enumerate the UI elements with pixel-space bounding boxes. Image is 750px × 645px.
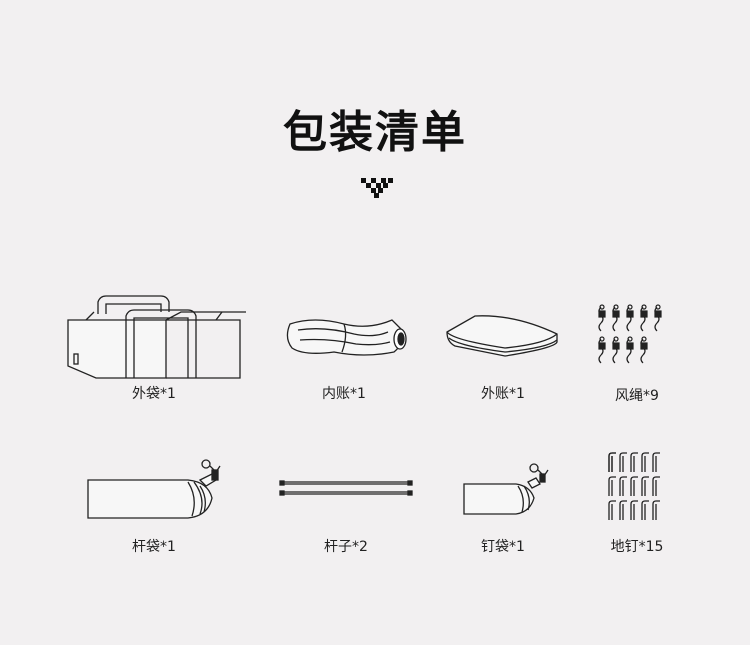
small-drawstring-bag-icon: [463, 463, 549, 515]
checker-pattern-icon: [361, 178, 393, 198]
outer-bag-label: 外袋*1: [132, 386, 176, 402]
duffel-bag-icon: [67, 295, 246, 379]
guy-ropes-label: 风绳*9: [615, 388, 659, 404]
ground-stake-icon: [608, 452, 661, 521]
folded-fabric-icon: [446, 315, 558, 357]
inner-tent-label: 内账*1: [322, 386, 366, 402]
tent-pole-icon: [279, 480, 413, 496]
ground-stakes-label: 地钉*15: [610, 539, 664, 555]
poles-label: 杆子*2: [324, 539, 368, 555]
stake-bag-label: 钉袋*1: [481, 539, 525, 555]
drawstring-bag-icon: [87, 459, 221, 519]
outer-tent-label: 外账*1: [481, 386, 525, 402]
pole-bag-label: 杆袋*1: [132, 539, 176, 555]
rope-bundle-icon: [598, 304, 662, 364]
page-title: 包装清单: [283, 107, 467, 158]
rolled-fabric-icon: [286, 319, 407, 356]
